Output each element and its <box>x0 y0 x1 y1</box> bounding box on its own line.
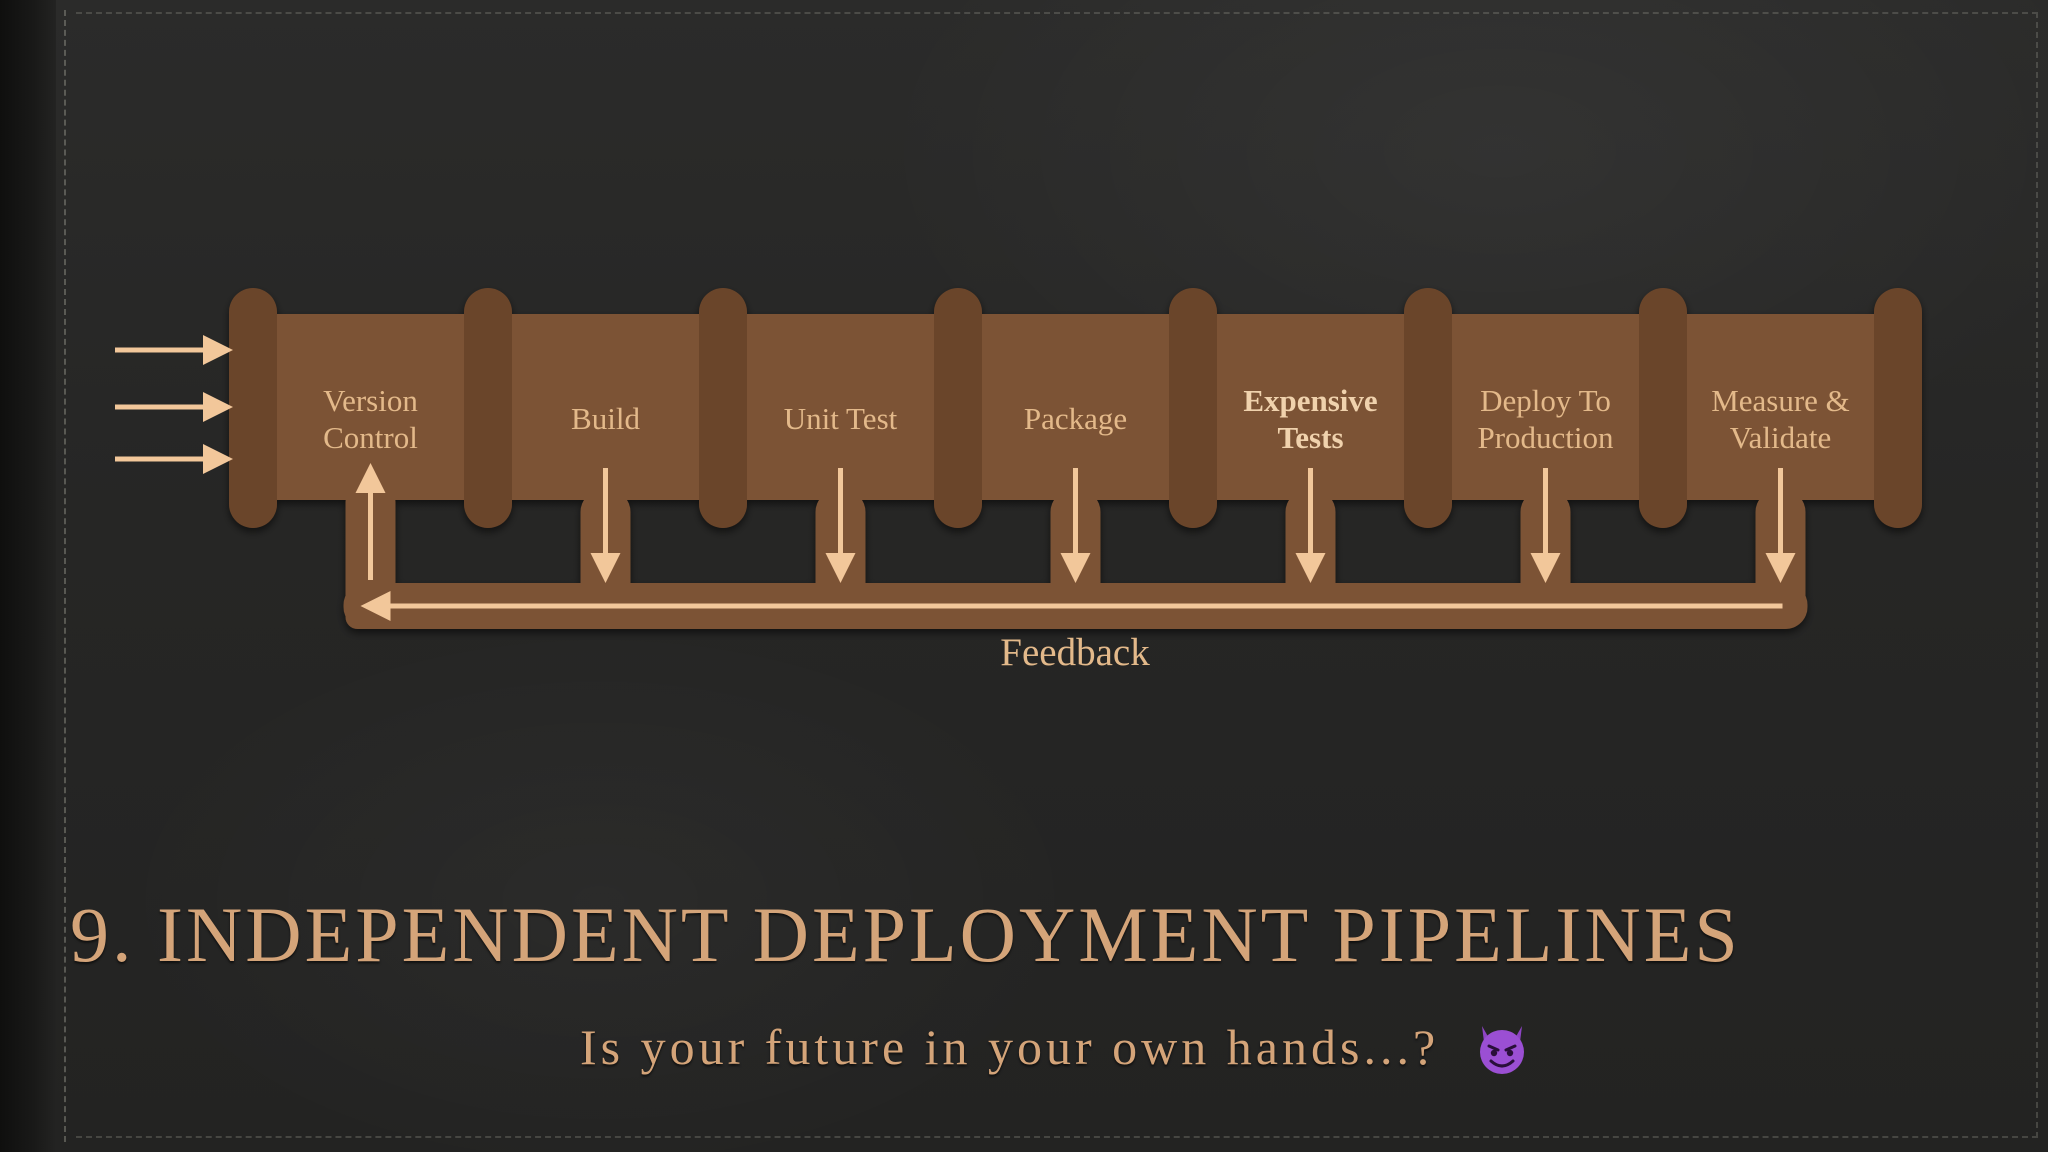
stitching-left <box>64 10 66 1142</box>
stage-label: Package <box>1023 401 1128 436</box>
feedback-label: Feedback <box>1000 631 1150 674</box>
stage-divider <box>934 288 982 528</box>
stage-divider <box>699 288 747 528</box>
stage-label: Unit Test <box>783 401 898 436</box>
book-spine <box>0 0 56 1152</box>
stage-label: Build <box>571 401 640 436</box>
stitching-frame <box>76 12 2038 1138</box>
stage-divider <box>1639 288 1687 528</box>
stage-divider <box>229 288 277 528</box>
stage-label: Version Control <box>323 383 418 455</box>
stage-divider <box>464 288 512 528</box>
stage-label: Measure & Validate <box>1711 383 1850 455</box>
devil-emoji-icon <box>1480 1026 1524 1074</box>
stage-label: Expensive Tests <box>1243 383 1378 455</box>
slide-subtitle: Is your future in your own hands...? <box>580 1019 1440 1075</box>
slide-title: 9. INDEPENDENT DEPLOYMENT PIPELINES <box>70 891 1741 978</box>
stage-divider <box>1874 288 1922 528</box>
stage-divider <box>1404 288 1452 528</box>
stage-divider <box>1169 288 1217 528</box>
stage-label: Deploy To Production <box>1477 383 1614 455</box>
